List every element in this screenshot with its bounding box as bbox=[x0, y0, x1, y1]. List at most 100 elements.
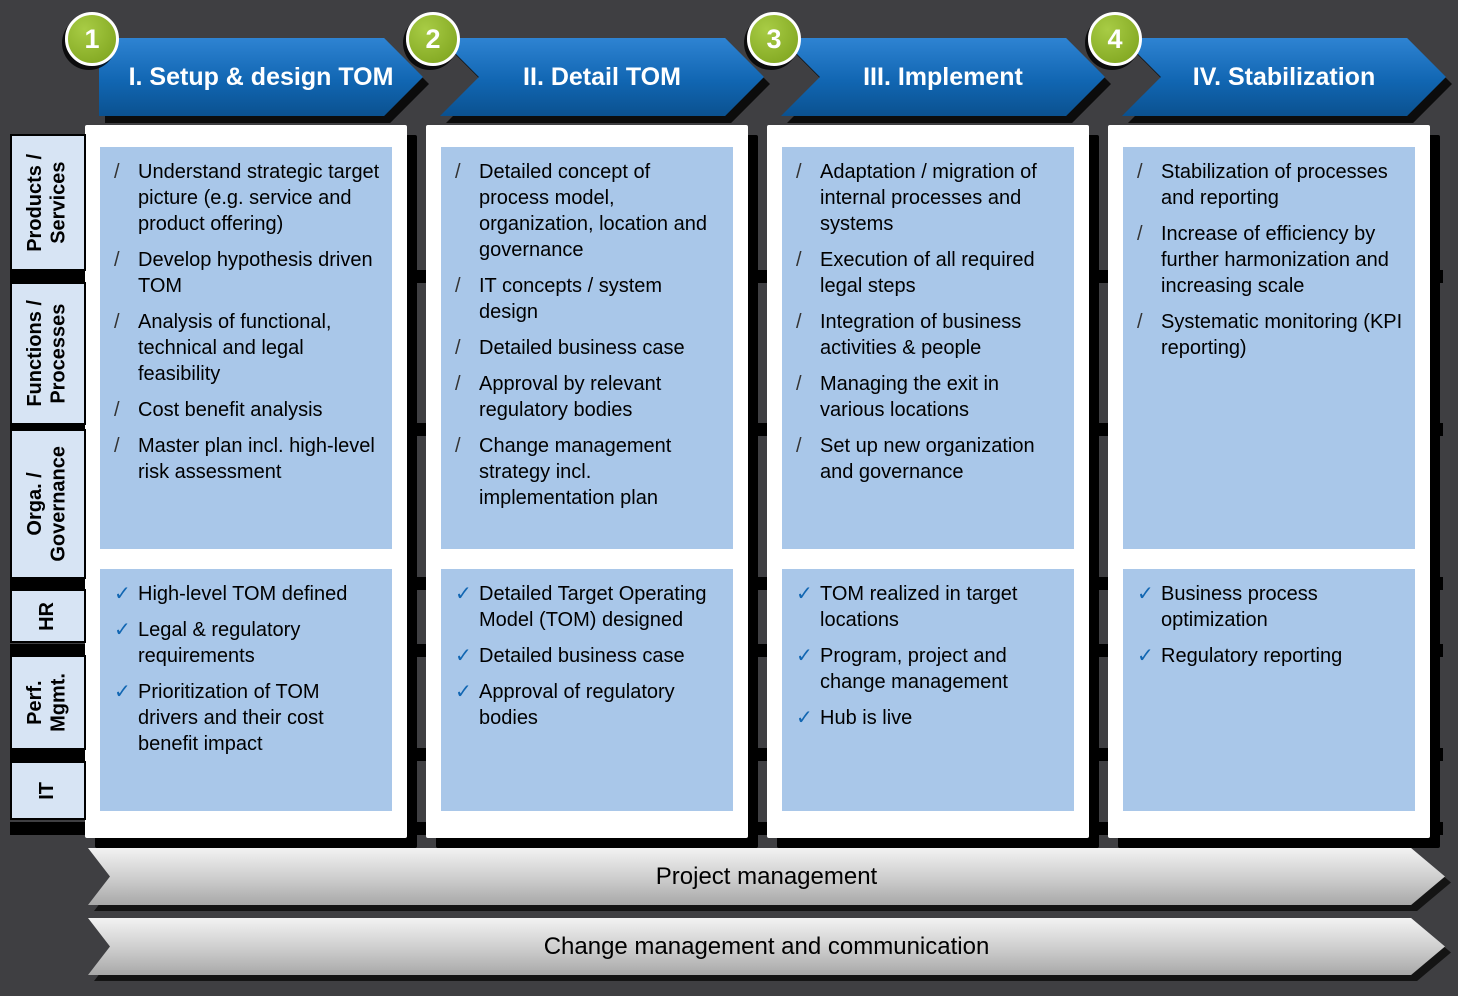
phase-title: IV. Stabilization bbox=[1192, 62, 1376, 91]
activity-text: Cost benefit analysis bbox=[138, 399, 323, 421]
phase-number: 4 bbox=[1107, 23, 1123, 54]
activities-list: / Stabilization of processes and reporti… bbox=[1131, 159, 1405, 361]
row-label: Products / Services bbox=[10, 134, 86, 271]
slash-bullet-icon: / bbox=[114, 399, 120, 421]
check-bullet-icon: ✓ bbox=[1137, 583, 1154, 605]
deliverables-list: ✓ Detailed Target Operating Model (TOM) … bbox=[449, 581, 723, 731]
deliverable-text: High-level TOM defined bbox=[138, 583, 348, 605]
activity-text: Integration of business activities & peo… bbox=[820, 311, 1022, 359]
phase-number: 1 bbox=[84, 23, 100, 54]
check-bullet-icon: ✓ bbox=[455, 681, 472, 703]
activity-item: / IT concepts / system design bbox=[449, 273, 723, 325]
slash-bullet-icon: / bbox=[114, 311, 120, 333]
row-label: Perf. Mgmt. bbox=[10, 655, 86, 750]
deliverable-text: Hub is live bbox=[820, 707, 913, 729]
activity-text: Stabilization of processes and reporting bbox=[1161, 161, 1388, 209]
activity-text: IT concepts / system design bbox=[479, 275, 663, 323]
deliverable-item: ✓ Hub is live bbox=[790, 705, 1064, 731]
slash-bullet-icon: / bbox=[455, 337, 461, 359]
slash-bullet-icon: / bbox=[114, 249, 120, 271]
deliverable-text: Approval of regulatory bodies bbox=[479, 681, 675, 729]
check-bullet-icon: ✓ bbox=[455, 645, 472, 667]
row-label-text: Functions / Processes bbox=[24, 300, 70, 407]
phase-panel: / Stabilization of processes and reporti… bbox=[1108, 125, 1430, 838]
phase-column: 3 III. Implement / Adaptation / migratio… bbox=[747, 12, 1105, 845]
check-bullet-icon: ✓ bbox=[796, 645, 813, 667]
phase-panel: / Adaptation / migration of internal pro… bbox=[767, 125, 1089, 838]
phase-header-arrow: IV. Stabilization bbox=[1122, 38, 1446, 116]
check-bullet-icon: ✓ bbox=[796, 583, 813, 605]
activity-text: Adaptation / migration of internal proce… bbox=[820, 161, 1037, 235]
phase-header-arrow-body: IV. Stabilization bbox=[1122, 38, 1446, 116]
activity-text: Increase of efficiency by further harmon… bbox=[1161, 223, 1389, 297]
deliverable-item: ✓ Business process optimization bbox=[1131, 581, 1405, 633]
deliverable-item: ✓ Legal & regulatory requirements bbox=[108, 617, 382, 669]
deliverable-item: ✓ Detailed Target Operating Model (TOM) … bbox=[449, 581, 723, 633]
deliverable-item: ✓ Regulatory reporting bbox=[1131, 643, 1405, 669]
phase-header-arrow: II. Detail TOM bbox=[440, 38, 764, 116]
deliverable-text: Business process optimization bbox=[1161, 583, 1318, 631]
deliverable-item: ✓ Program, project and change management bbox=[790, 643, 1064, 695]
deliverables-box: ✓ High-level TOM defined ✓ Legal & regul… bbox=[100, 569, 392, 811]
deliverable-text: Legal & regulatory requirements bbox=[138, 619, 301, 667]
check-bullet-icon: ✓ bbox=[114, 681, 131, 703]
slash-bullet-icon: / bbox=[114, 435, 120, 457]
slash-bullet-icon: / bbox=[796, 435, 802, 457]
banner-label: Change management and communication bbox=[543, 932, 990, 960]
phase-column: 2 II. Detail TOM / Detailed concept of p… bbox=[406, 12, 764, 845]
row-label: Functions / Processes bbox=[10, 282, 86, 425]
banner-label: Project management bbox=[655, 862, 878, 890]
activity-text: Set up new organization and governance bbox=[820, 435, 1035, 483]
slash-bullet-icon: / bbox=[455, 275, 461, 297]
slash-bullet-icon: / bbox=[796, 161, 802, 183]
activity-item: / Understand strategic target picture (e… bbox=[108, 159, 382, 237]
slash-bullet-icon: / bbox=[1137, 161, 1143, 183]
slash-bullet-icon: / bbox=[455, 435, 461, 457]
deliverable-text: Program, project and change management bbox=[820, 645, 1008, 693]
activity-text: Managing the exit in various locations bbox=[820, 373, 1000, 421]
activity-item: / Systematic monitoring (KPI reporting) bbox=[1131, 309, 1405, 361]
phase-number-badge: 4 bbox=[1088, 12, 1142, 66]
check-bullet-icon: ✓ bbox=[796, 707, 813, 729]
slash-bullet-icon: / bbox=[1137, 223, 1143, 245]
deliverable-text: Detailed Target Operating Model (TOM) de… bbox=[479, 583, 707, 631]
phase-title: I. Setup & design TOM bbox=[128, 62, 394, 91]
banner-arrow: Change management and communication bbox=[88, 918, 1445, 975]
activity-item: / Increase of efficiency by further harm… bbox=[1131, 221, 1405, 299]
deliverable-item: ✓ Prioritization of TOM drivers and thei… bbox=[108, 679, 382, 757]
phase-panel: / Understand strategic target picture (e… bbox=[85, 125, 407, 838]
check-bullet-icon: ✓ bbox=[455, 583, 472, 605]
activity-text: Change management strategy incl. impleme… bbox=[479, 435, 672, 509]
deliverable-text: Prioritization of TOM drivers and their … bbox=[138, 681, 324, 755]
activity-item: / Set up new organization and governance bbox=[790, 433, 1064, 485]
deliverable-text: Detailed business case bbox=[479, 645, 685, 667]
slash-bullet-icon: / bbox=[796, 311, 802, 333]
phase-number-badge: 1 bbox=[65, 12, 119, 66]
activity-text: Detailed business case bbox=[479, 337, 685, 359]
activity-item: / Managing the exit in various locations bbox=[790, 371, 1064, 423]
activity-item: / Change management strategy incl. imple… bbox=[449, 433, 723, 511]
phase-panel: / Detailed concept of process model, org… bbox=[426, 125, 748, 838]
activity-item: / Detailed business case bbox=[449, 335, 723, 361]
deliverables-box: ✓ Detailed Target Operating Model (TOM) … bbox=[441, 569, 733, 811]
check-bullet-icon: ✓ bbox=[114, 619, 131, 641]
deliverable-text: TOM realized in target locations bbox=[820, 583, 1018, 631]
activity-item: / Approval by relevant regulatory bodies bbox=[449, 371, 723, 423]
slash-bullet-icon: / bbox=[455, 373, 461, 395]
activity-item: / Detailed concept of process model, org… bbox=[449, 159, 723, 263]
activities-list: / Adaptation / migration of internal pro… bbox=[790, 159, 1064, 485]
row-label-text: Orga. / Governance bbox=[24, 446, 70, 562]
activity-text: Understand strategic target picture (e.g… bbox=[138, 161, 380, 235]
phase-column: 1 I. Setup & design TOM / Understand str… bbox=[65, 12, 423, 845]
deliverables-box: ✓ Business process optimization ✓ Regula… bbox=[1123, 569, 1415, 811]
check-bullet-icon: ✓ bbox=[1137, 645, 1154, 667]
phase-number-badge: 2 bbox=[406, 12, 460, 66]
phase-number: 3 bbox=[766, 23, 782, 54]
row-label-text: Products / Services bbox=[24, 153, 70, 252]
deliverable-item: ✓ High-level TOM defined bbox=[108, 581, 382, 607]
activity-text: Develop hypothesis driven TOM bbox=[138, 249, 373, 297]
row-label-text: HR bbox=[36, 601, 59, 631]
banner-body: Project management bbox=[88, 848, 1445, 905]
activity-text: Systematic monitoring (KPI reporting) bbox=[1161, 311, 1403, 359]
